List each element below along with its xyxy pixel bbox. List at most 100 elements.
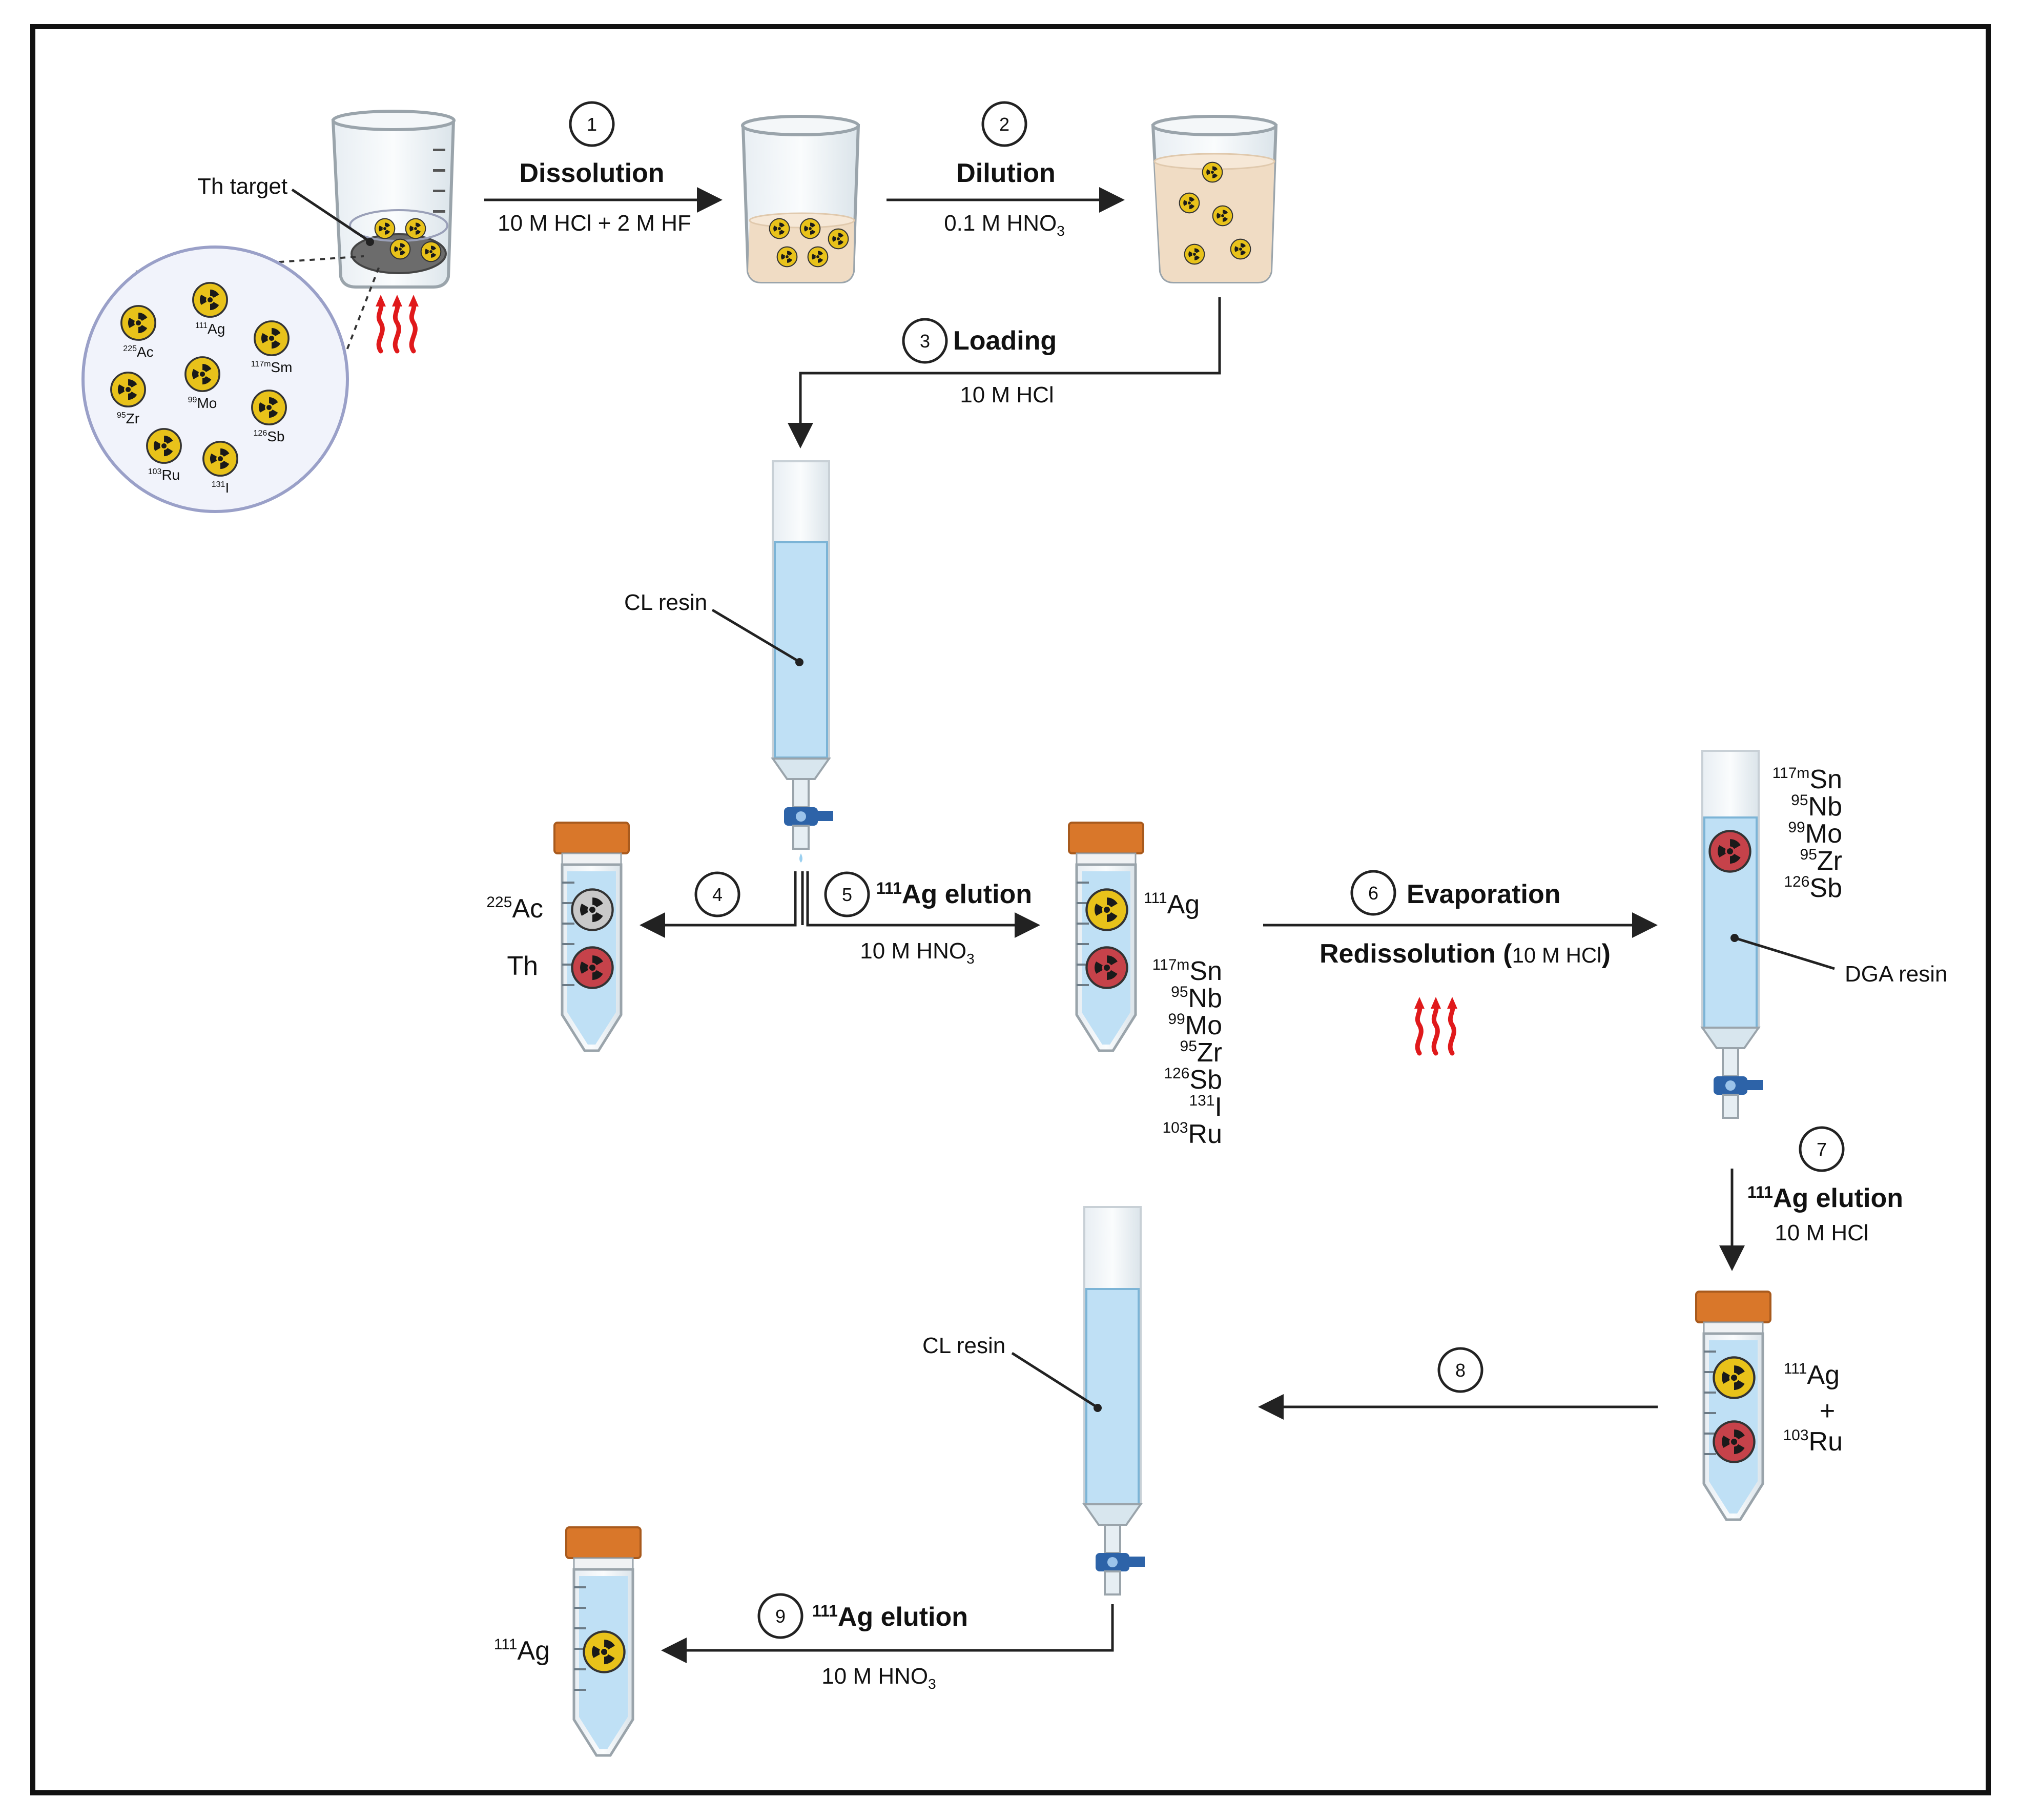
step-6-title: Evaporation bbox=[1407, 880, 1561, 909]
cl-resin-column-1 bbox=[771, 460, 833, 863]
target-isotope-label: 103Ru bbox=[148, 467, 180, 483]
cl-resin-1-label: CL resin bbox=[624, 590, 707, 615]
tube-5-isotope-label: 103Ru bbox=[1162, 1119, 1222, 1149]
th-target-label: Th target bbox=[197, 174, 287, 199]
radioactive-icon bbox=[120, 305, 156, 341]
radioactive-icon bbox=[146, 428, 182, 464]
radioactive-icon bbox=[254, 320, 290, 356]
tube-4-isotope-label: Th bbox=[507, 951, 538, 981]
beaker-dissolved bbox=[741, 115, 860, 283]
dga-isotope-label: 117mSn bbox=[1772, 765, 1842, 794]
tube-5-isotope-label: 95Nb bbox=[1171, 984, 1222, 1013]
step-6-badge bbox=[1350, 870, 1396, 916]
target-isotope-label: 225Ac bbox=[123, 344, 153, 360]
th-target-pointer bbox=[291, 188, 370, 242]
dga-isotope-label: 95Zr bbox=[1800, 846, 1842, 876]
step-8-badge bbox=[1437, 1347, 1483, 1393]
step-9-arrow bbox=[661, 1604, 1114, 1663]
step-7-number: 7 bbox=[1817, 1139, 1827, 1160]
step-7-reagent: 10 M HCl bbox=[1775, 1220, 1868, 1245]
step-1-badge bbox=[569, 101, 615, 147]
step-2-badge bbox=[981, 101, 1027, 147]
step-2-reagent: 0.1 M HNO3 bbox=[944, 211, 1065, 239]
cl-resin-column-2 bbox=[1082, 1206, 1145, 1596]
step-3-arrow bbox=[788, 297, 1221, 448]
step-2-number: 2 bbox=[999, 114, 1009, 135]
step-4-number: 4 bbox=[712, 884, 723, 905]
cl-resin-2-label: CL resin bbox=[922, 1333, 1005, 1358]
step-9-title: 111Ag elution bbox=[812, 1602, 968, 1632]
step-5-number: 5 bbox=[842, 884, 852, 905]
dga-isotope-label: 99Mo bbox=[1788, 819, 1842, 849]
dga-resin-label: DGA resin bbox=[1845, 962, 1948, 987]
step-4-arrow bbox=[640, 871, 797, 938]
tube-4-isotope-label: 225Ac bbox=[486, 894, 543, 924]
cl-resin-1-pointer bbox=[711, 608, 799, 663]
step-5-title: 111Ag elution bbox=[876, 879, 1032, 909]
step-3-badge bbox=[902, 318, 948, 364]
target-isotope-label: 117mSm bbox=[251, 359, 293, 375]
tube-9-labels: 111Ag bbox=[494, 1636, 550, 1666]
dga-isotope-label: 126Sb bbox=[1784, 873, 1842, 903]
figure-frame bbox=[30, 24, 1991, 1795]
target-isotope-label: 131I bbox=[212, 480, 229, 496]
heat-icon-1 bbox=[376, 295, 419, 351]
step-5-arrow bbox=[806, 871, 1040, 938]
tube-5-isotope-label: 117mSn bbox=[1152, 956, 1222, 986]
zoom-line-bottom bbox=[317, 266, 380, 426]
step-9-badge bbox=[757, 1593, 803, 1639]
target-isotope-label: 99Mo bbox=[188, 395, 217, 411]
step-9-reagent: 10 M HNO3 bbox=[821, 1664, 936, 1692]
heat-icon-2 bbox=[1414, 997, 1457, 1053]
tube-5-isotope-label: 111Ag bbox=[1144, 890, 1200, 919]
cl-resin-2-pointer bbox=[1011, 1352, 1098, 1408]
tube-5-isotope-label: 131I bbox=[1189, 1092, 1222, 1122]
tube-5 bbox=[1068, 822, 1144, 1052]
step-1-reagent: 10 M HCl + 2 M HF bbox=[498, 211, 691, 236]
dga-resin-column bbox=[1700, 750, 1763, 1119]
step-1-title: Dissolution bbox=[519, 158, 664, 188]
step-8-number: 8 bbox=[1455, 1360, 1466, 1381]
step-3-reagent: 10 M HCl bbox=[960, 382, 1054, 407]
step-5-reagent: 10 M HNO3 bbox=[860, 938, 974, 967]
tube-7-isotope-label: 103Ru bbox=[1783, 1427, 1843, 1457]
step-7-badge bbox=[1799, 1126, 1845, 1172]
step-9-number: 9 bbox=[775, 1606, 786, 1627]
tube-9-isotope-label: 111Ag bbox=[494, 1636, 550, 1666]
tube-5-isotope-label: 99Mo bbox=[1168, 1011, 1222, 1040]
tube-7-plus-label: + bbox=[1820, 1396, 1835, 1426]
step-6-number: 6 bbox=[1368, 883, 1378, 904]
tube-4 bbox=[553, 822, 630, 1052]
radioactive-icon bbox=[184, 356, 220, 392]
beaker-th-target bbox=[331, 110, 456, 289]
radioactive-icon bbox=[251, 390, 287, 425]
step-5-badge bbox=[824, 871, 870, 917]
step-3-title: Loading bbox=[953, 326, 1057, 356]
tube-7-isotope-label: 111Ag bbox=[1784, 1360, 1840, 1390]
tube-5-isotope-label: 126Sb bbox=[1164, 1065, 1222, 1095]
tube-7 bbox=[1695, 1291, 1771, 1521]
step-2-title: Dilution bbox=[956, 158, 1056, 188]
radioactive-icon bbox=[202, 441, 238, 477]
beaker-diluted bbox=[1151, 115, 1278, 283]
target-isotope-label: 111Ag bbox=[195, 321, 225, 337]
tube-7-labels: 111Ag +103Ru bbox=[1783, 1360, 1843, 1457]
target-isotope-label: 95Zr bbox=[117, 411, 139, 426]
step-1-number: 1 bbox=[587, 114, 597, 135]
dga-isotope-label: 95Nb bbox=[1791, 792, 1842, 822]
radioactive-icon bbox=[192, 282, 228, 318]
step-4-badge bbox=[694, 871, 740, 917]
target-isotope-group: 225Ac 111Ag 117mSm 95Zr 99Mo 126Sb 103Ru 131I bbox=[110, 282, 293, 496]
tube-5-isotope-label: 95Zr bbox=[1180, 1038, 1222, 1068]
dga-resin-pointer bbox=[1734, 936, 1835, 970]
target-isotope-label: 126Sb bbox=[254, 428, 285, 444]
step-7-title: 111Ag elution bbox=[1747, 1183, 1903, 1213]
step-3-number: 3 bbox=[920, 331, 930, 352]
radioactive-icon bbox=[110, 372, 146, 407]
tube-9 bbox=[565, 1526, 642, 1757]
step-6-title2: Redissolution (10 M HCl) bbox=[1320, 939, 1611, 969]
